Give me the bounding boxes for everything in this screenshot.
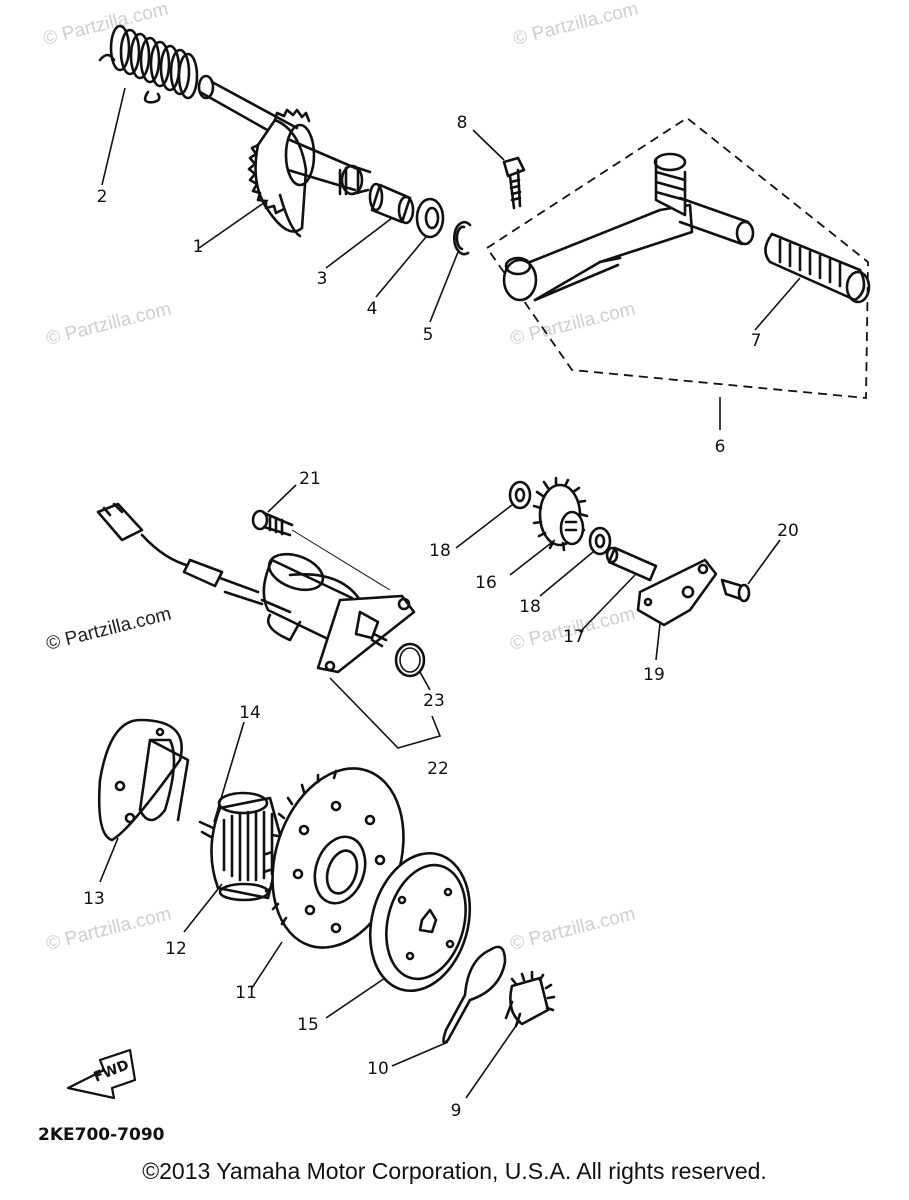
callout-9: 9	[451, 1101, 462, 1121]
bolt-part-8	[502, 156, 526, 210]
o-ring-part-23	[394, 642, 426, 678]
callout-19: 19	[643, 665, 665, 685]
grip-part-7	[764, 232, 871, 304]
washer-part-18a	[508, 480, 532, 510]
pinion-gear-part-9	[504, 970, 556, 1028]
watermark: © Partzilla.com	[44, 904, 173, 955]
callout-7: 7	[751, 331, 762, 351]
bearing-plate-part-13	[97, 718, 190, 842]
watermark: © Partzilla.com	[508, 904, 637, 955]
spring-clip-part-10	[442, 945, 507, 1044]
spring-part-2	[98, 24, 199, 104]
copyright-notice: ©2013 Yamaha Motor Corporation, U.S.A. A…	[142, 1158, 767, 1184]
group-outline-part-6	[486, 116, 869, 399]
shaft-part-17	[605, 546, 658, 582]
callout-20: 20	[777, 521, 799, 541]
watermark: © Partzilla.com	[44, 299, 173, 350]
callout-14: 14	[239, 703, 261, 723]
callout-12: 12	[165, 939, 187, 959]
kick-axle-part-1	[197, 74, 372, 238]
callout-23: 23	[423, 691, 445, 711]
callout-22: 22	[427, 759, 449, 779]
screw-part-21	[251, 509, 294, 537]
washer-part-4	[415, 197, 445, 239]
forward-arrow-icon: FWD	[66, 1048, 137, 1100]
callout-17: 17	[563, 627, 585, 647]
starter-motor-part-22	[260, 552, 416, 674]
callout-15: 15	[297, 1015, 319, 1035]
starter-wheel-part-11	[262, 767, 405, 949]
callout-5: 5	[423, 325, 434, 345]
callout-13: 13	[83, 889, 105, 909]
callout-16: 16	[475, 573, 497, 593]
callout-21: 21	[299, 469, 321, 489]
callout-1: 1	[193, 237, 204, 257]
callout-18b: 18	[519, 597, 541, 617]
callout-11: 11	[235, 983, 257, 1003]
callout-6: 6	[715, 437, 726, 457]
plate-part-19	[636, 558, 718, 627]
idler-gear-part-16	[532, 476, 589, 552]
callout-18a: 18	[429, 541, 451, 561]
diagram-code: 2KE700-7090	[38, 1125, 165, 1145]
circlip-part-5	[453, 220, 472, 256]
callout-2: 2	[97, 187, 108, 207]
kick-crank-part-6	[502, 152, 755, 302]
callout-3: 3	[317, 269, 328, 289]
washer-part-18b	[588, 526, 612, 556]
watermark: © Partzilla.com	[41, 0, 170, 50]
watermark: © Partzilla.com	[44, 604, 173, 655]
motor-wire-connector	[96, 502, 264, 606]
screw-part-20	[720, 578, 751, 603]
callout-8: 8	[457, 113, 468, 133]
callout-10: 10	[367, 1059, 389, 1079]
callout-4: 4	[367, 299, 378, 319]
bushing-part-3	[368, 182, 415, 225]
clutch-housing-part-15	[368, 851, 472, 993]
watermark: © Partzilla.com	[511, 0, 640, 50]
